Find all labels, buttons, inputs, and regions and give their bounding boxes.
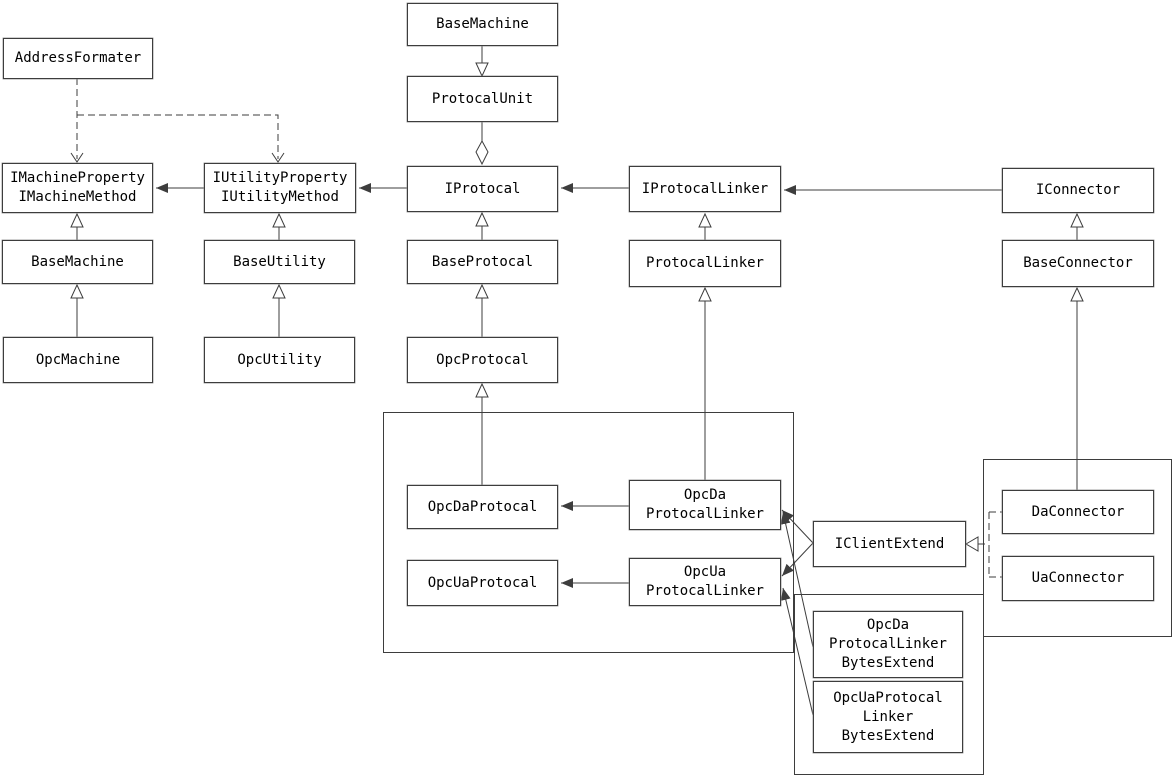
class-box-iprotocal: IProtocal xyxy=(407,166,558,212)
class-box-opcdaprotocal: OpcDaProtocal xyxy=(407,485,558,529)
class-box-iprotocallinker: IProtocalLinker xyxy=(629,166,781,212)
class-box-opcda-protocallinker-bytesextend: OpcDa ProtocalLinker BytesExtend xyxy=(813,611,963,678)
assoc-opcdabytesextend-opcdalinker xyxy=(780,511,814,648)
hollow-triangle-icon xyxy=(475,382,489,398)
class-box-iconnector: IConnector xyxy=(1002,168,1154,213)
hollow-triangle-icon xyxy=(475,211,489,227)
class-box-opcuaprotocal: OpcUaProtocal xyxy=(407,560,558,606)
class-box-uaconnector: UaConnector xyxy=(1002,556,1154,601)
class-box-baseconnector: BaseConnector xyxy=(1002,240,1154,287)
class-box-protocallinker: ProtocalLinker xyxy=(629,240,781,287)
class-box-addressformater: AddressFormater xyxy=(3,38,153,79)
class-box-imachineproperty-imachinemethod: IMachineProperty IMachineMethod xyxy=(2,163,153,213)
hollow-triangle-icon xyxy=(1070,212,1084,228)
dependency-addressformater-iutility xyxy=(77,114,279,159)
hollow-triangle-down-icon xyxy=(475,62,489,78)
hollow-triangle-icon xyxy=(272,212,286,228)
open-arrowhead-icon xyxy=(70,152,84,163)
class-box-basemachine-left: BaseMachine xyxy=(2,240,153,284)
class-box-opcda-protocallinker: OpcDa ProtocalLinker xyxy=(629,480,781,530)
bytes-extend-group-box xyxy=(794,594,984,775)
class-box-protocalunit: ProtocalUnit xyxy=(407,76,558,122)
hollow-triangle-icon xyxy=(698,212,712,228)
assoc-iclientextend-opcualinker xyxy=(781,542,814,577)
hollow-triangle-icon xyxy=(70,212,84,228)
class-box-opcmachine: OpcMachine xyxy=(3,337,153,383)
hollow-triangle-icon xyxy=(698,286,712,302)
realization-connectors-iclientextend xyxy=(978,511,1002,578)
class-box-opcutility: OpcUtility xyxy=(204,337,355,383)
hollow-diamond-icon xyxy=(475,139,489,166)
hollow-triangle-icon xyxy=(272,283,286,299)
class-box-baseutility: BaseUtility xyxy=(204,240,355,284)
assoc-opcuabytesextend-opcualinker xyxy=(780,587,814,716)
class-box-opcuaprotocal-linker-bytesextend: OpcUaProtocal Linker BytesExtend xyxy=(813,681,963,753)
hollow-triangle-icon xyxy=(70,283,84,299)
class-box-iclientextend: IClientExtend xyxy=(813,521,966,567)
open-arrowhead-icon xyxy=(271,152,285,163)
class-box-baseprotocal: BaseProtocal xyxy=(407,240,558,284)
hollow-triangle-icon xyxy=(475,283,489,299)
class-box-opcua-protocallinker: OpcUa ProtocalLinker xyxy=(629,558,781,606)
hollow-triangle-left-icon xyxy=(965,536,979,552)
class-box-iutilityproperty-iutilitymethod: IUtilityProperty IUtilityMethod xyxy=(204,163,356,213)
hollow-triangle-icon xyxy=(1070,286,1084,302)
opc-protocal-group-box xyxy=(383,412,794,653)
class-box-basemachine-top: BaseMachine xyxy=(407,3,558,46)
class-box-opcprotocal: OpcProtocal xyxy=(407,337,558,383)
class-box-daconnector: DaConnector xyxy=(1002,490,1154,534)
